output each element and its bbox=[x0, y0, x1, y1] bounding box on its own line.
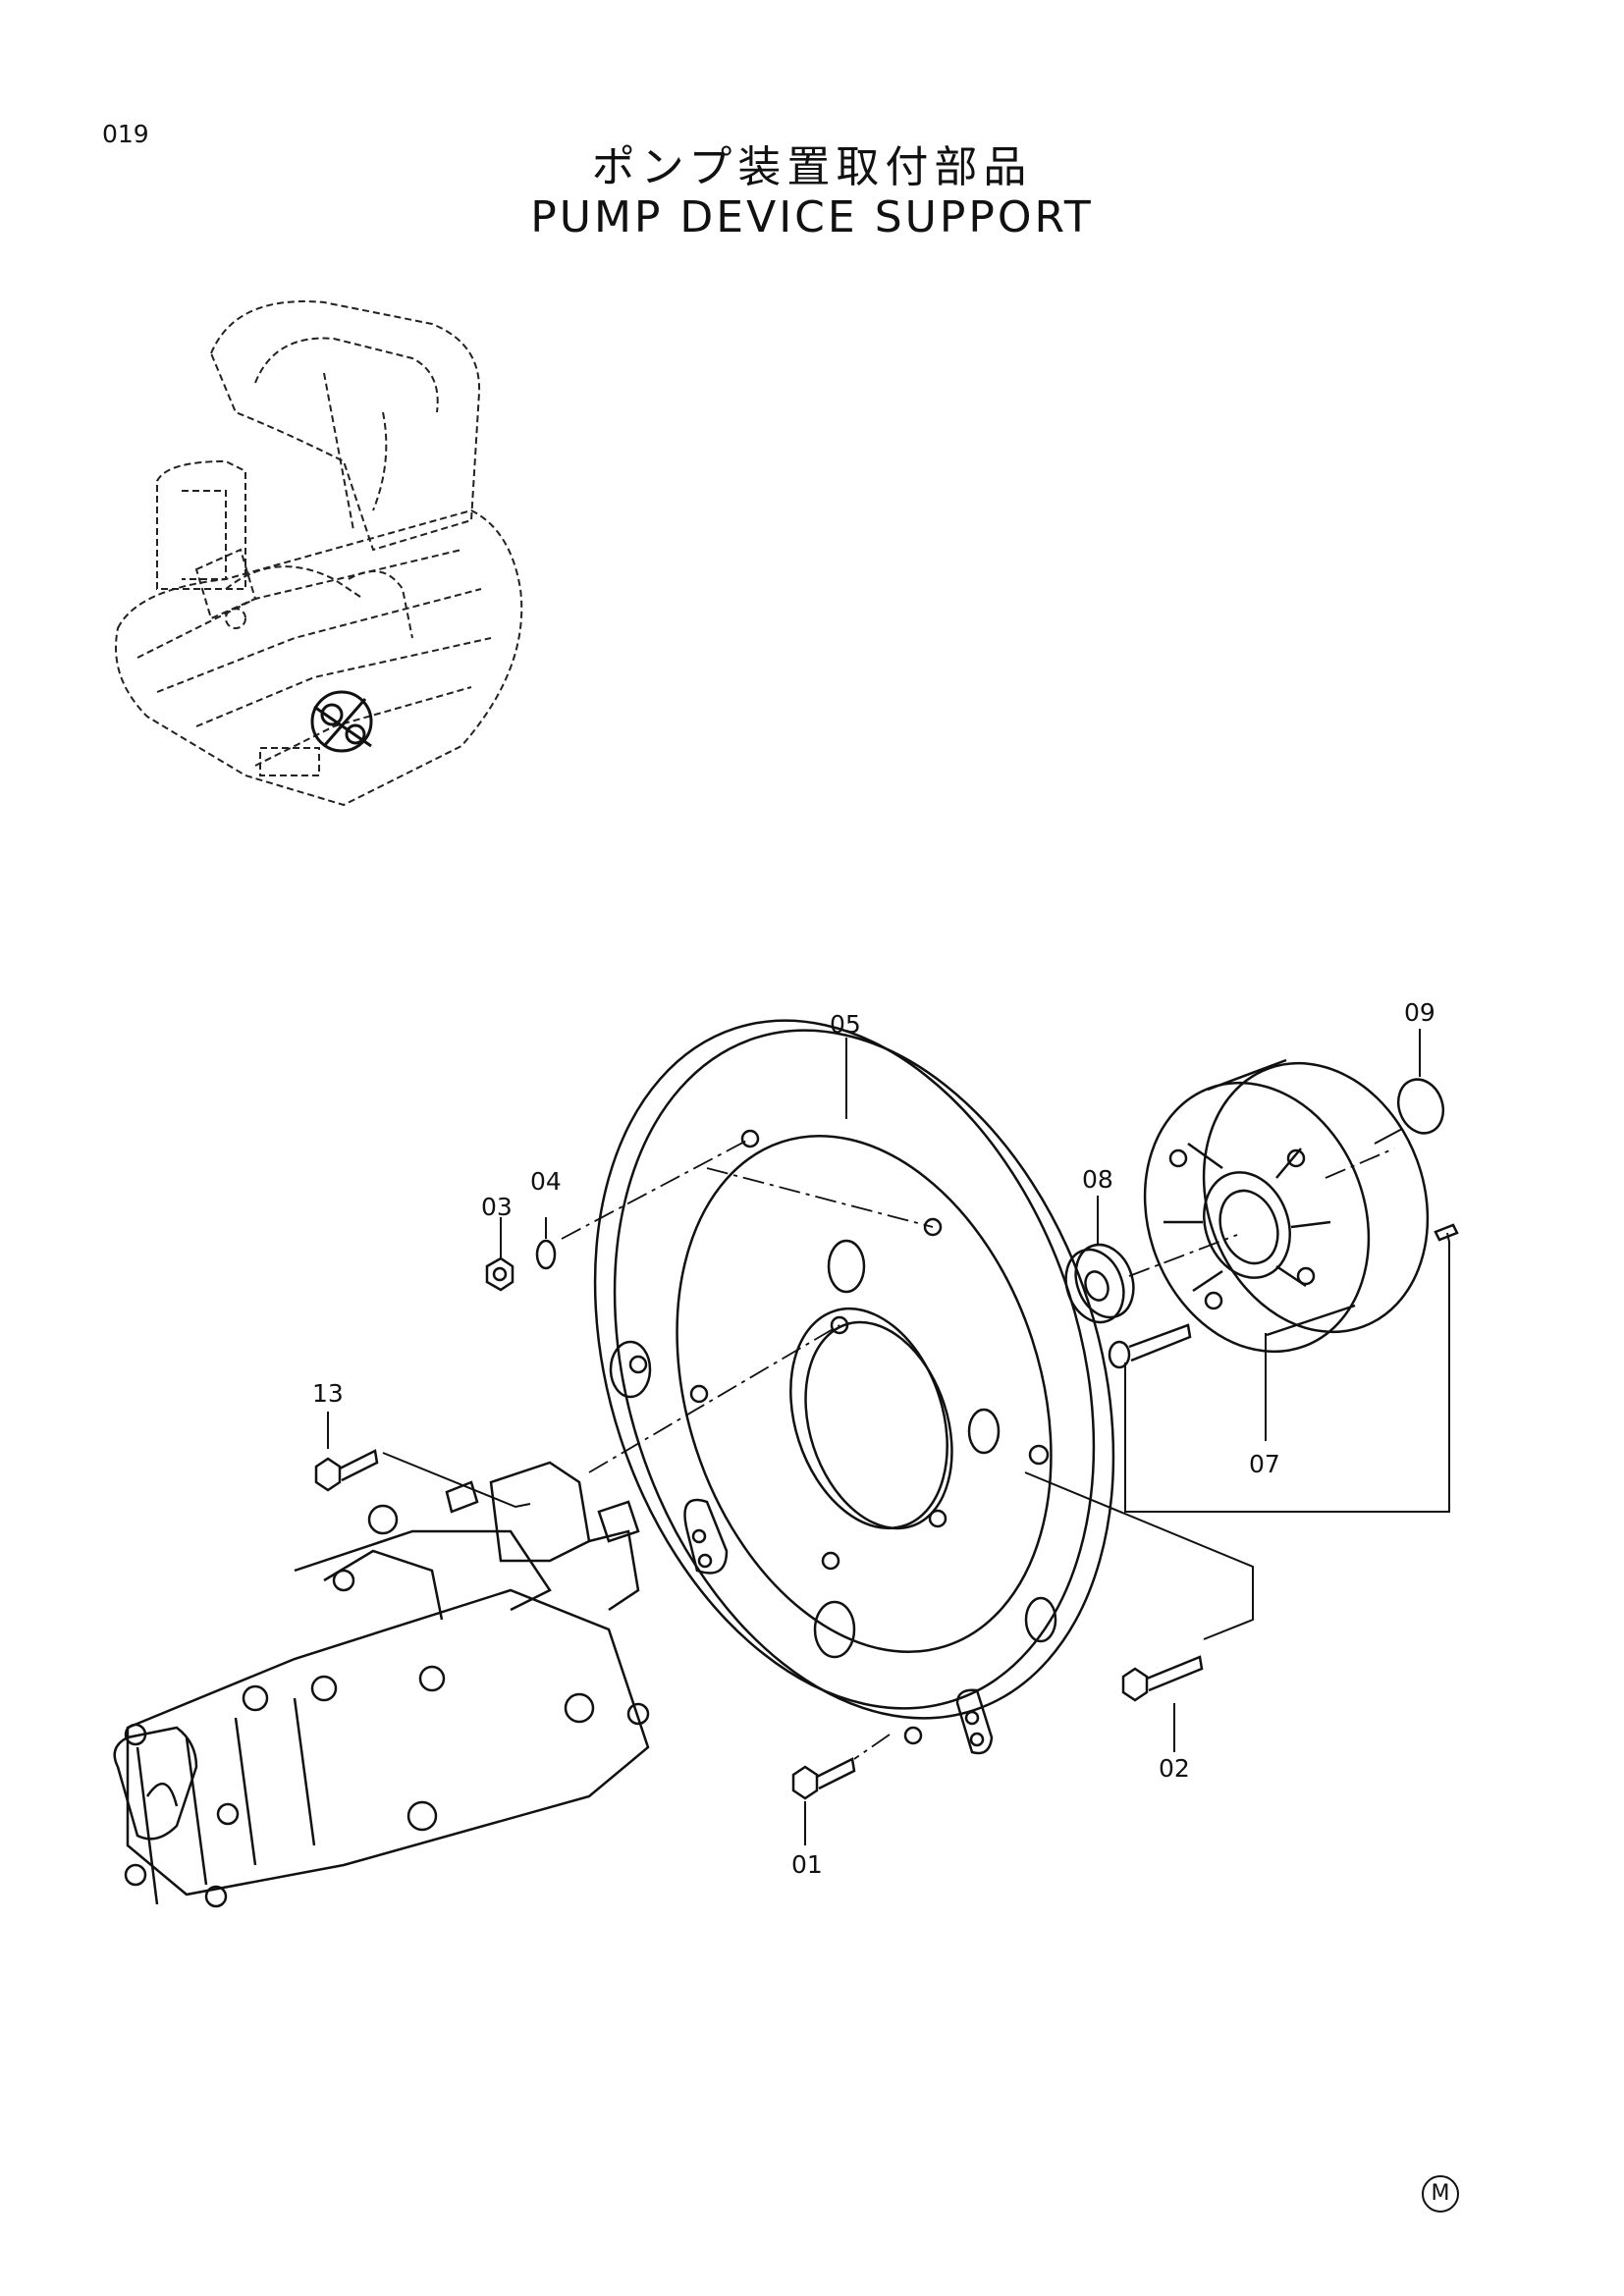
callout-13: 13 bbox=[312, 1379, 344, 1408]
callout-04: 04 bbox=[530, 1167, 562, 1196]
overview-pump-highlight bbox=[310, 690, 373, 753]
pump-support-flange bbox=[593, 1019, 1115, 1755]
centerlines bbox=[561, 1138, 1395, 1760]
callout-03: 03 bbox=[481, 1193, 513, 1221]
callout-02: 02 bbox=[1159, 1754, 1190, 1783]
nut-and-washer bbox=[485, 1239, 557, 1292]
bearing bbox=[1064, 1243, 1135, 1324]
callout-01: 01 bbox=[791, 1850, 823, 1879]
page-title: PUMP DEVICE SUPPORT bbox=[530, 192, 1094, 242]
hydraulic-pump bbox=[113, 1461, 650, 1908]
callout-07: 07 bbox=[1249, 1450, 1280, 1478]
callout-05: 05 bbox=[830, 1010, 861, 1039]
cover-cap bbox=[1396, 1078, 1459, 1242]
page-title-japanese: ポンプ装置取付部品 bbox=[591, 142, 1033, 192]
page-number: 019 bbox=[102, 120, 149, 148]
machine-overview-drawing bbox=[115, 300, 523, 807]
coupling-assembly bbox=[1143, 1058, 1430, 1354]
leader-lines bbox=[327, 1029, 1450, 1845]
callout-09: 09 bbox=[1404, 998, 1435, 1027]
bolts bbox=[314, 1323, 1204, 1800]
callout-08: 08 bbox=[1082, 1165, 1113, 1194]
m-mark: M bbox=[1422, 2175, 1459, 2213]
